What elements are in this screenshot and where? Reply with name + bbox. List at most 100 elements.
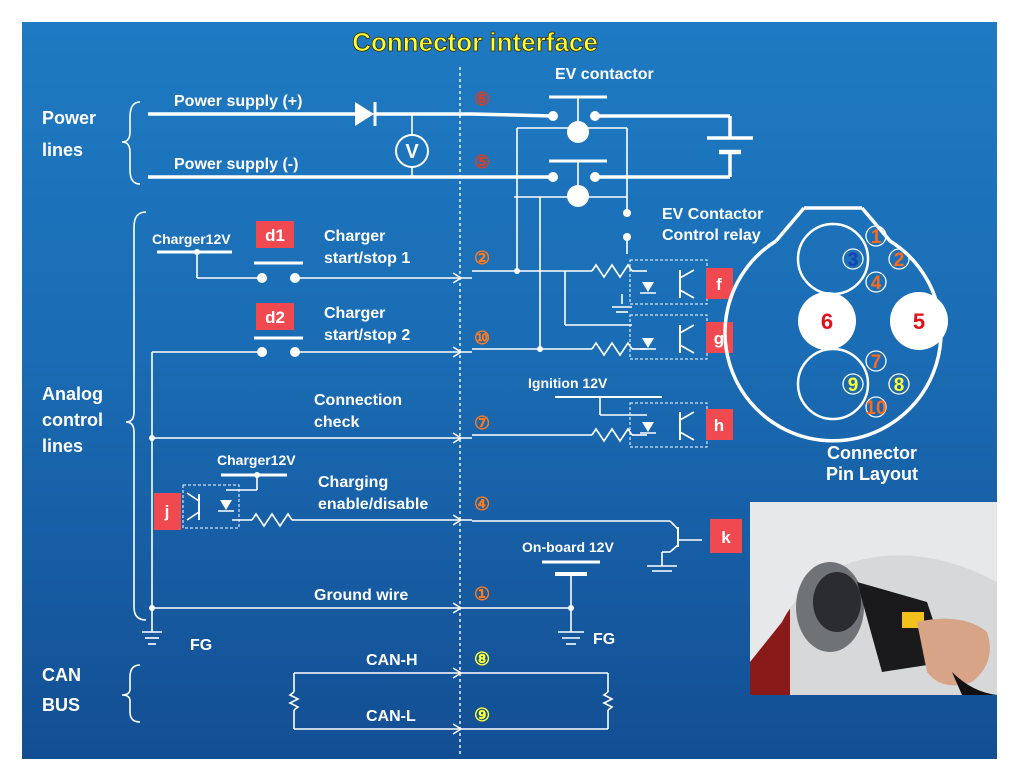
charger12v-2-label: Charger12V — [217, 452, 296, 468]
connector-key-right — [860, 206, 892, 243]
pin-label-5: 5 — [913, 309, 925, 334]
opto-g-collector — [679, 324, 695, 334]
pin-label-9: 9 — [848, 375, 859, 396]
ignition-label: Ignition 12V — [528, 375, 608, 391]
power-plus-wire-to-contactor — [471, 112, 554, 118]
pin-layout-label-1: Connector — [827, 443, 917, 463]
opto-j-collector — [186, 492, 200, 502]
pin-label-8: 8 — [894, 375, 905, 396]
conn-check-label-2: check — [314, 414, 359, 431]
pin-label-10: 10 — [865, 398, 886, 419]
pin-socket-2 — [888, 248, 910, 270]
photo-hand — [917, 618, 990, 686]
d2-contact-right — [290, 347, 300, 357]
ss1-label-2: start/stop 1 — [324, 250, 410, 267]
relay-contact-bottom — [623, 233, 631, 241]
charger12v-2-node — [254, 472, 260, 478]
group-analog-label-2: control — [42, 410, 103, 430]
photo-cable — [952, 672, 997, 695]
pin-socket-10 — [865, 396, 887, 418]
opto-j-emitter — [186, 511, 200, 521]
charger12v-1-node — [194, 249, 200, 255]
diode-icon — [355, 102, 374, 126]
pin-label-4: 4 — [871, 273, 882, 294]
pin-label-1: 1 — [871, 227, 882, 248]
d1-contact-right — [290, 273, 300, 283]
conn-check-label-1: Connection — [314, 392, 402, 409]
box-d1 — [256, 221, 294, 248]
opto-g-led — [642, 338, 654, 348]
d1-contact-left — [257, 273, 267, 283]
power-brace — [121, 101, 141, 185]
relay-label-2: Control relay — [662, 227, 761, 244]
group-analog-label-3: lines — [42, 436, 83, 456]
box-d2-label: d2 — [265, 308, 285, 327]
ss1-label-1: Charger — [324, 228, 385, 245]
d2-contact-left — [257, 347, 267, 357]
opto-f-emitter — [679, 289, 695, 299]
opto-j-frame — [182, 484, 240, 529]
resistor-h — [591, 427, 633, 443]
ce-label-1: Charging — [318, 474, 388, 491]
photo-inlet — [813, 572, 861, 632]
power-plus-label: Power supply (+) — [174, 93, 302, 110]
opto-h-collector — [679, 411, 695, 421]
resistor-g — [591, 341, 633, 357]
voltmeter-label: V — [405, 141, 419, 163]
group-can-label-2: BUS — [42, 695, 80, 715]
pin-marker-5: ⑤ — [474, 152, 490, 172]
pin-marker-4: ④ — [474, 494, 490, 514]
pin-marker-1: ① — [474, 584, 490, 604]
pin-label-6: 6 — [821, 309, 833, 334]
page-title: Connector interface — [352, 27, 598, 57]
pin-layout-graphic — [723, 206, 948, 443]
box-h-label: h — [714, 416, 724, 435]
ground-wire-label: Ground wire — [314, 587, 408, 604]
ss1-node — [514, 268, 520, 274]
arrow-p9 — [452, 723, 463, 735]
ground-wire-node — [568, 605, 574, 611]
opto-f-led — [642, 282, 654, 292]
can-brace — [121, 664, 141, 723]
opto-g-emitter — [679, 344, 695, 354]
box-d2 — [256, 303, 294, 330]
box-j — [154, 493, 181, 530]
arrow-p2 — [452, 272, 463, 284]
group-can-label-1: CAN — [42, 665, 81, 685]
box-j-label: j — [164, 502, 170, 521]
ss2-label-1: Charger — [324, 305, 385, 322]
pin-marker-8: ⑧ — [474, 649, 490, 669]
power-pin-6 — [798, 292, 856, 350]
opto-h-led — [642, 422, 654, 432]
opto-j-led — [220, 500, 232, 510]
box-g-label: g — [714, 329, 724, 348]
box-h — [706, 409, 733, 440]
ss2-label-2: start/stop 2 — [324, 327, 410, 344]
contactor-coil-top — [567, 121, 589, 143]
box-k — [710, 519, 742, 553]
power-pin-5 — [890, 292, 948, 350]
ev-contactor-label: EV contactor — [555, 66, 654, 83]
fg-left-label: FG — [190, 637, 212, 654]
relay-label-1: EV Contactor — [662, 206, 763, 223]
connector-key-left — [774, 206, 806, 243]
pin-marker-10: ⑩ — [474, 328, 490, 348]
pin-marker-9: ⑨ — [474, 705, 490, 725]
pin-marker-2: ② — [474, 248, 490, 268]
fg-right-label: FG — [593, 631, 615, 648]
slide: Connector interface Power lines Analog c… — [22, 22, 997, 759]
pin-marker-7: ⑦ — [474, 413, 490, 433]
pin-label-2: 2 — [894, 250, 905, 271]
box-k-label: k — [721, 528, 731, 547]
photo-car-body — [750, 502, 997, 662]
ss2-node — [537, 346, 543, 352]
pin-socket-8 — [888, 373, 910, 395]
arrow-p7 — [452, 432, 463, 444]
pin-socket-3 — [842, 248, 864, 270]
pin-socket-1 — [865, 225, 887, 247]
can-h-label: CAN-H — [366, 652, 418, 669]
pin-socket-7 — [865, 350, 887, 372]
arrow-p8 — [452, 667, 463, 679]
box-d1-label: d1 — [265, 226, 285, 245]
connector-diagram: Connector interface Power lines Analog c… — [42, 27, 997, 757]
